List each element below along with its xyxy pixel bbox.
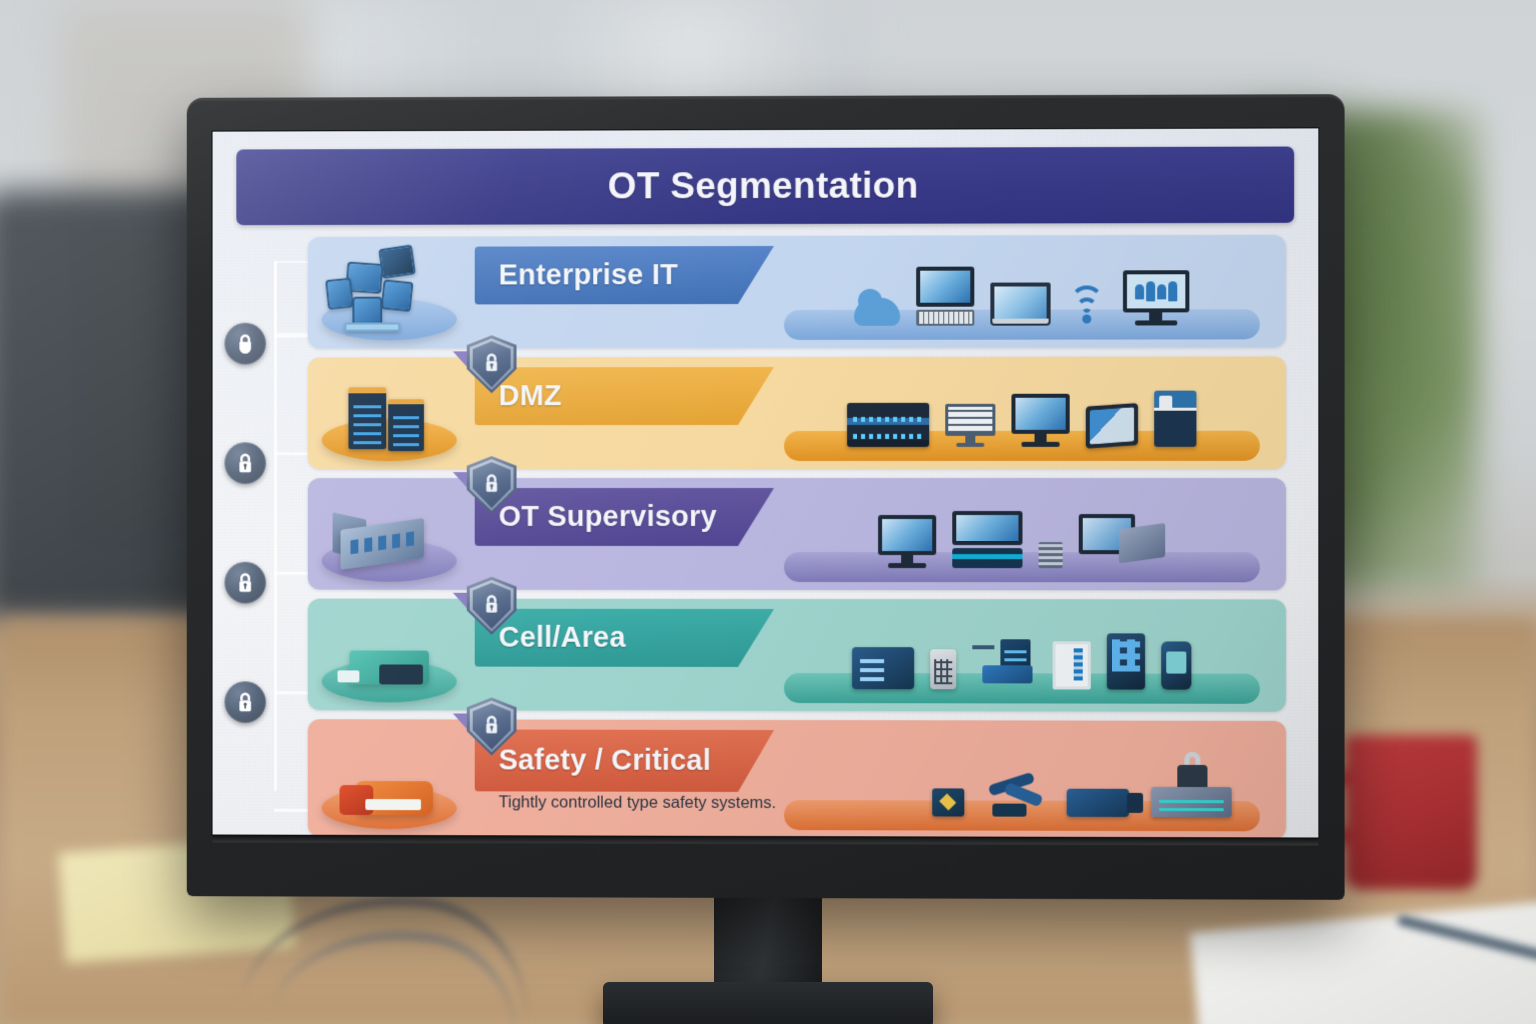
plc-controller-icon <box>852 647 915 690</box>
zone-banner[interactable]: Cell/Area <box>475 609 774 667</box>
zone-device-shelf <box>774 235 1286 348</box>
computer-monitor: OT Segmentation <box>186 94 1345 900</box>
workstation-icon <box>952 511 1023 569</box>
zone-label: Cell/Area <box>498 621 626 654</box>
zone-row-dmz[interactable]: DMZ <box>307 356 1287 470</box>
terminal-screen-icon <box>945 403 996 447</box>
presentation-slide: OT Segmentation <box>212 128 1319 838</box>
sensor-rig-icon <box>972 639 1036 689</box>
zone-list: Enterprise IT <box>307 234 1287 838</box>
zone-label: OT Supervisory <box>498 500 717 533</box>
device-shelf <box>783 255 1260 340</box>
supervisory-server-icon <box>332 512 450 580</box>
lock-badge-cell-area[interactable] <box>224 561 267 604</box>
zone-label: Enterprise IT <box>498 258 678 291</box>
zone-row-ot-supervisory[interactable]: OT Supervisory <box>307 478 1287 591</box>
zone-illustration <box>308 237 475 349</box>
shield-lock-icon-safety[interactable] <box>467 698 517 756</box>
keyboard-icon <box>916 309 975 326</box>
zone-caption: Tightly controlled type safety systems. <box>498 793 777 813</box>
server-body <box>1151 786 1232 818</box>
monitor-screen: OT Segmentation <box>212 128 1319 838</box>
shield-lock-icon-dmz[interactable] <box>467 335 517 393</box>
zone-device-shelf <box>774 720 1286 837</box>
wifi-icon <box>1067 285 1107 325</box>
padlock-icon <box>486 715 498 733</box>
zone-illustration <box>308 478 475 590</box>
zone-illustration <box>308 719 475 837</box>
zone-banner[interactable]: OT Supervisory <box>475 488 774 546</box>
zone-device-shelf <box>774 599 1286 712</box>
device-shelf <box>783 498 1260 583</box>
safety-scanner-icon <box>1066 788 1130 817</box>
zone-illustration <box>308 357 475 469</box>
network-switch-icon <box>847 402 930 447</box>
zone-illustration <box>308 599 475 711</box>
cloud-icon <box>854 297 901 326</box>
lock-badge-safety[interactable] <box>224 681 267 724</box>
zone-label-container: DMZ <box>475 357 774 469</box>
zone-banner[interactable]: Enterprise IT <box>475 246 774 304</box>
shield-lock-icon-cell-area[interactable] <box>467 577 517 635</box>
padlock-icon <box>239 573 252 592</box>
padlock-icon <box>239 334 252 354</box>
page-title: OT Segmentation <box>607 164 919 207</box>
coffee-mug <box>1345 735 1477 890</box>
gauge-chart-icon <box>1052 641 1091 690</box>
zone-label-container: Cell/Area <box>475 599 774 711</box>
screen-cluster-icon <box>325 244 456 339</box>
monitor-stand-base <box>603 982 933 1024</box>
handheld-terminal-icon <box>1161 641 1192 690</box>
laptop-icon <box>990 282 1051 326</box>
collaboration-monitor-icon <box>1122 270 1190 326</box>
safety-machine-icon <box>336 773 447 827</box>
padlock-icon <box>486 594 498 613</box>
zone-label-container: Enterprise IT <box>475 236 774 348</box>
safety-relay-icon <box>932 788 965 817</box>
zone-row-safety-critical[interactable]: Safety / Critical Tightly controlled typ… <box>307 719 1287 838</box>
padlock-icon <box>486 353 498 371</box>
server-cabinet-icon <box>1154 390 1197 447</box>
desktop-monitor-icon <box>1011 393 1070 447</box>
zone-label: Safety / Critical <box>498 743 711 777</box>
padlock-icon <box>486 473 498 492</box>
device-shelf <box>783 619 1260 704</box>
hmi-tablet-icon <box>1085 402 1139 449</box>
zone-banner[interactable]: DMZ <box>475 367 774 425</box>
zone-banner[interactable]: Safety / Critical <box>475 729 774 792</box>
zone-label-container: Safety / Critical Tightly controlled typ… <box>475 719 777 837</box>
zone-device-shelf <box>774 356 1286 469</box>
hmi-console-icon <box>1078 514 1166 568</box>
lock-badge-dmz[interactable] <box>224 322 267 365</box>
control-panel-icon <box>1106 633 1146 690</box>
zone-device-shelf <box>774 478 1286 590</box>
lock-badge-supervisory[interactable] <box>224 442 267 485</box>
padlock-icon <box>239 692 252 712</box>
robot-arm-icon <box>986 771 1044 817</box>
zone-row-enterprise-it[interactable]: Enterprise IT <box>307 234 1287 349</box>
locked-server-icon <box>1151 751 1232 818</box>
keypad-icon <box>930 649 957 690</box>
scada-monitor-icon <box>878 515 937 569</box>
device-shelf <box>783 746 1260 832</box>
device-shelf <box>783 377 1260 461</box>
slide-title-banner: OT Segmentation <box>236 146 1295 226</box>
plc-machine-icon <box>336 644 447 700</box>
padlock-icon <box>239 453 252 473</box>
desktop-monitor-icon <box>916 266 975 326</box>
server-rack-icon <box>337 385 446 459</box>
zone-row-cell-area[interactable]: Cell/Area <box>307 599 1287 712</box>
rail-vertical-line <box>274 260 277 791</box>
zone-label-container: OT Supervisory <box>475 478 774 590</box>
vent-grille-icon <box>1038 542 1063 569</box>
shield-lock-icon-supervisory[interactable] <box>467 456 517 514</box>
